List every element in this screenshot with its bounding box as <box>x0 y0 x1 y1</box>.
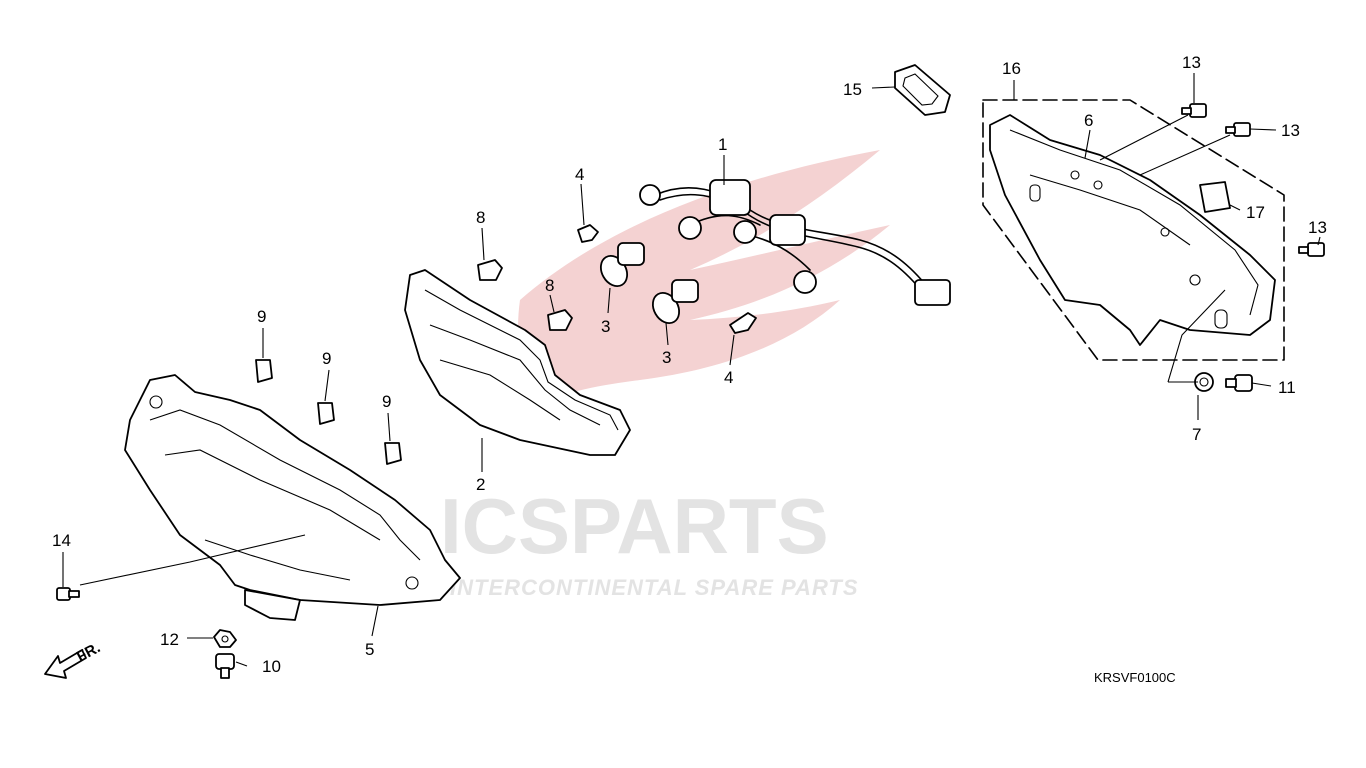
callout-9: 9 <box>257 307 266 326</box>
callout-15: 15 <box>843 80 862 99</box>
screw-13a <box>1181 103 1207 118</box>
part-15-grommet <box>894 64 951 116</box>
part-6-rear-cover <box>989 114 1276 346</box>
watermark-brand: ICSPARTS <box>440 482 829 570</box>
callout-8: 8 <box>545 276 554 295</box>
part-11-bolt <box>1225 374 1253 392</box>
callout-2: 2 <box>476 475 485 494</box>
callout-4: 4 <box>575 165 584 184</box>
part-3-bulb-upper <box>599 242 645 287</box>
callout-10: 10 <box>262 657 281 676</box>
leader-lines <box>62 73 1321 667</box>
callout-3: 3 <box>662 348 671 367</box>
callout-labels: 1 2 3 3 4 4 5 6 7 8 8 9 9 9 10 11 12 13 … <box>52 53 1327 676</box>
part-12-nut <box>213 629 237 648</box>
callout-8: 8 <box>476 208 485 227</box>
part-2-headlight <box>404 269 631 456</box>
part-8-clip-upper <box>477 259 503 281</box>
callout-7: 7 <box>1192 425 1201 444</box>
part-4-bulb-lower <box>729 312 757 334</box>
callout-9: 9 <box>322 349 331 368</box>
watermark: ICSPARTS INTERCONTINENTAL SPARE PARTS <box>440 150 890 600</box>
part-9-clip-a <box>255 359 273 383</box>
part-1-harness <box>639 179 951 306</box>
callout-1: 1 <box>718 135 727 154</box>
watermark-tagline: INTERCONTINENTAL SPARE PARTS <box>450 575 859 600</box>
diagram-code: KRSVF0100C <box>1094 670 1176 685</box>
callout-13: 13 <box>1182 53 1201 72</box>
callout-13: 13 <box>1281 121 1300 140</box>
part-8-clip-lower <box>547 309 573 331</box>
callout-6: 6 <box>1084 111 1093 130</box>
callout-13: 13 <box>1308 218 1327 237</box>
callout-12: 12 <box>160 630 179 649</box>
screw-13c <box>1298 242 1325 257</box>
callout-17: 17 <box>1246 203 1265 222</box>
front-direction-arrow: FR. <box>44 639 103 679</box>
callout-9: 9 <box>382 392 391 411</box>
callout-5: 5 <box>365 640 374 659</box>
callout-14: 14 <box>52 531 71 550</box>
part-13-screws <box>1181 103 1325 257</box>
part-16-assembly-box <box>982 99 1285 361</box>
screw-13b <box>1225 122 1251 137</box>
callout-16: 16 <box>1002 59 1021 78</box>
part-3-bulb-lower <box>651 279 699 324</box>
part-4-bulb-upper <box>577 224 599 243</box>
part-10-bolt <box>215 653 235 679</box>
arrow-left-down-icon <box>44 649 87 679</box>
callout-11: 11 <box>1278 378 1296 397</box>
part-14-screw <box>56 587 80 601</box>
callout-4: 4 <box>724 368 733 387</box>
part-9-clip-c <box>384 442 402 465</box>
watermark-wing-logo <box>518 150 890 410</box>
part-9-clip-b <box>317 402 335 425</box>
part-17-pad <box>1199 181 1231 213</box>
callout-3: 3 <box>601 317 610 336</box>
part-5-front-cover <box>124 374 461 621</box>
